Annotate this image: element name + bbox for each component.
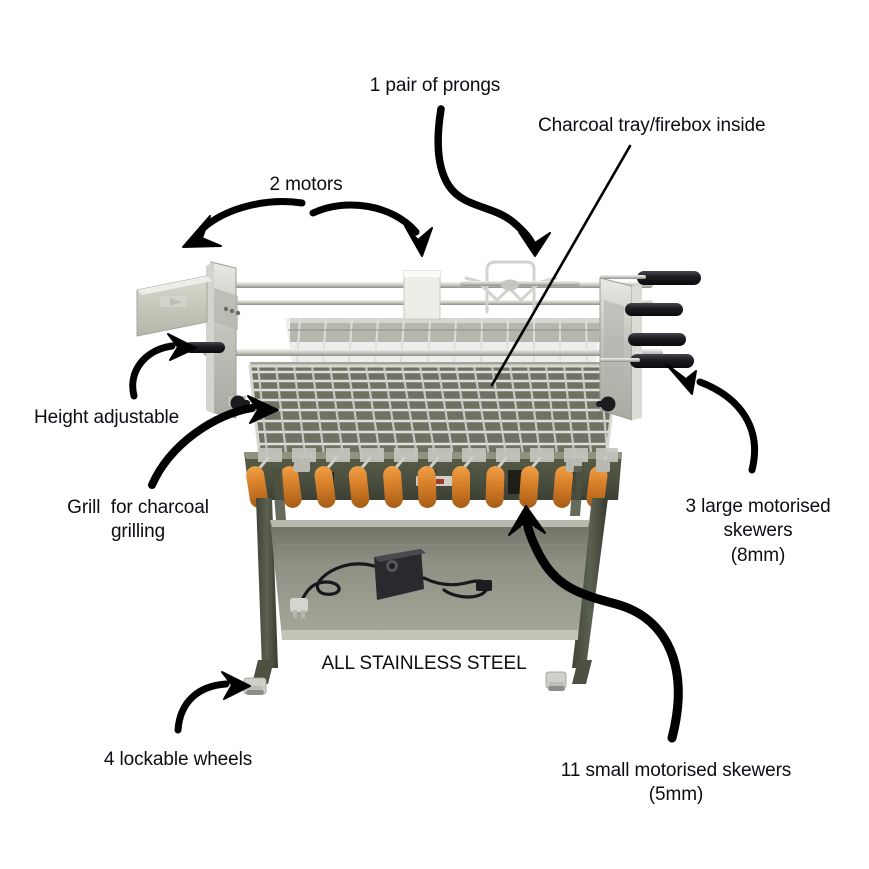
left-end-plate bbox=[206, 261, 241, 419]
line-charcoal-tray bbox=[490, 144, 632, 387]
leg-front-right bbox=[572, 498, 608, 668]
leg-rear-right bbox=[570, 466, 584, 516]
left-motor-knob bbox=[185, 342, 225, 353]
large-skewer-handle bbox=[628, 333, 686, 346]
label-height-adjustable: Height adjustable bbox=[34, 407, 180, 428]
label-small-skewers-line2: (5mm) bbox=[648, 784, 704, 806]
arrow-height-adjustable bbox=[129, 333, 197, 400]
label-large-skewers-line3: (8mm) bbox=[730, 544, 786, 566]
large-skewer-handle bbox=[637, 271, 701, 285]
skewer-handle bbox=[246, 466, 608, 508]
label-lockable-wheels: 4 lockable wheels bbox=[103, 749, 253, 770]
arrow-lockable-wheels bbox=[174, 671, 251, 734]
label-large-skewers-line2: skewers bbox=[723, 520, 793, 542]
charcoal-grill-grate bbox=[248, 364, 619, 462]
arrow-motor-left bbox=[182, 198, 306, 248]
center-motor-box bbox=[403, 270, 441, 320]
arrow-large-skewers bbox=[665, 363, 759, 474]
right-end-plate bbox=[599, 277, 642, 421]
label-large-skewers-line1: 3 large motorised bbox=[685, 496, 831, 517]
label-all-stainless-steel: ALL STAINLESS STEEL bbox=[321, 653, 527, 674]
power-supply bbox=[374, 549, 426, 600]
arrow-small-skewers bbox=[508, 505, 683, 743]
wheel-front-right bbox=[545, 660, 592, 691]
large-skewer-handle bbox=[625, 303, 683, 316]
label-small-skewers: 11 small motorised skewers (5mm) bbox=[538, 759, 814, 808]
label-grill-charcoal: Grill for charcoal grilling bbox=[48, 496, 228, 545]
label-prongs: 1 pair of prongs bbox=[369, 75, 501, 96]
label-2-motors: 2 motors bbox=[269, 174, 343, 195]
leg-rear-left bbox=[272, 468, 286, 520]
label-grill-charcoal-line2: grilling bbox=[110, 521, 166, 543]
arrow-motor-right bbox=[309, 201, 433, 257]
right-height-bracket bbox=[596, 396, 616, 412]
large-motorised-skewers bbox=[600, 271, 701, 368]
power-plug bbox=[290, 598, 308, 618]
large-skewer-handle bbox=[630, 354, 694, 368]
power-connector bbox=[476, 580, 492, 591]
label-charcoal-tray: Charcoal tray/firebox inside bbox=[538, 115, 766, 136]
left-motor-box bbox=[136, 275, 212, 337]
prong-collar bbox=[501, 279, 519, 291]
label-small-skewers-line1: 11 small motorised skewers bbox=[560, 760, 792, 781]
arrow-grill bbox=[148, 395, 279, 489]
arrow-prongs bbox=[434, 105, 551, 257]
label-grill-charcoal-line1: Grill for charcoal bbox=[67, 497, 209, 518]
label-large-skewers: 3 large motorised skewers(8mm) bbox=[666, 495, 850, 568]
wheel-front-left bbox=[243, 660, 274, 695]
